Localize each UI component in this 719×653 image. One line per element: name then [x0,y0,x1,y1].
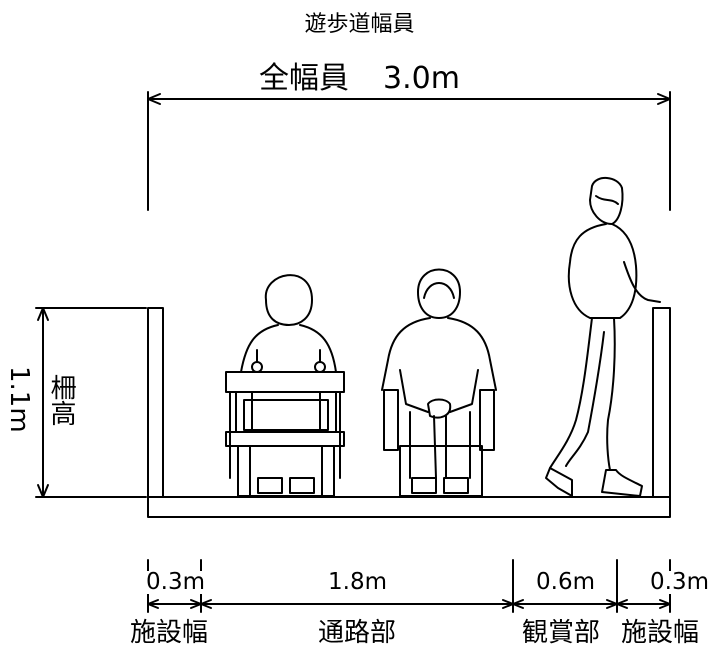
section-label: 施設幅 [621,618,700,648]
drawing-title: 遊歩道幅員 [304,12,415,37]
section-label: 通路部 [318,618,397,648]
section-width-value: 0.3m [144,569,207,595]
section-width-value: 0.6m [534,569,597,595]
wheelchair-user-icon [225,274,345,497]
section-width-value: 0.3m [648,569,711,595]
wheelchair-user-icon [381,268,497,497]
total-width-name: 全幅員 [259,61,350,96]
section-width-value: 1.8m [326,569,389,595]
section-label: 観賞部 [522,618,601,648]
total-width-dimension [147,91,671,211]
section-width-dimension [147,559,671,613]
standing-person-icon [545,177,661,497]
total-width-label: 全幅員 3.0m [0,64,719,94]
rail-height-value: 1.1m [4,366,34,433]
rail-height-dimension [35,307,147,498]
walkway-slab [147,496,671,518]
section-label: 施設幅 [130,618,209,648]
right-railing [652,307,671,498]
total-width-value: 3.0m [383,61,460,96]
rail-height-label: 柵高 [46,374,76,426]
left-railing [147,307,164,498]
